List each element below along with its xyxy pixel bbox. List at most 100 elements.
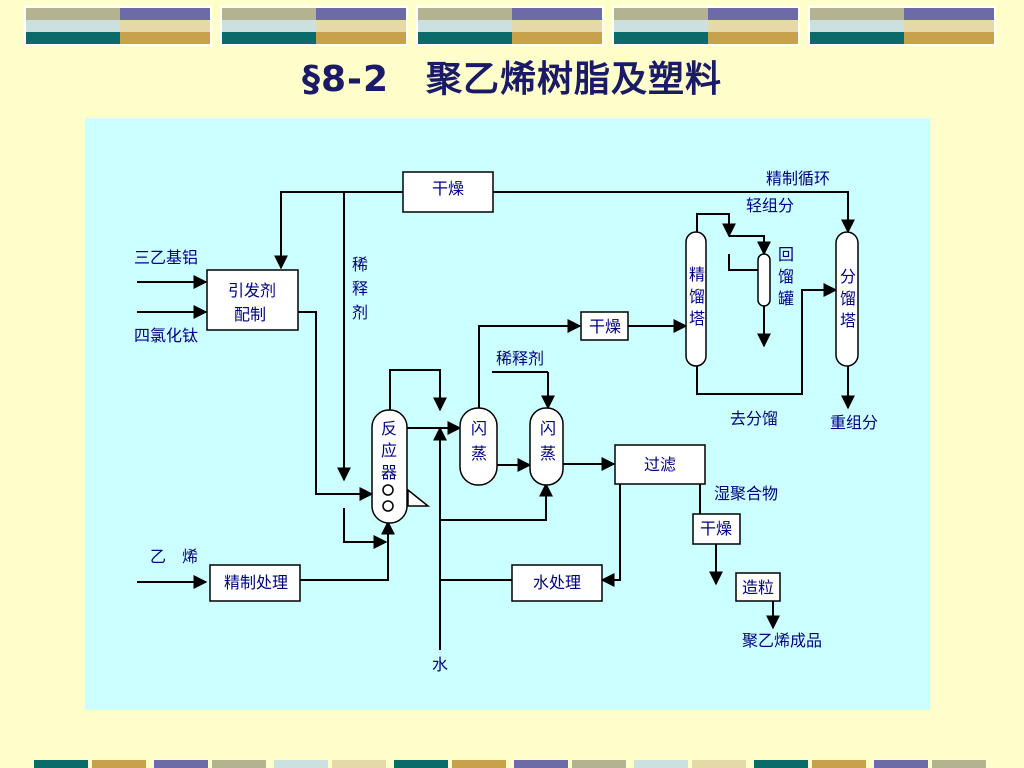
bar-stripe (418, 8, 512, 20)
flow-line (298, 311, 374, 501)
flow-line (729, 235, 771, 256)
bar-stripe (904, 20, 994, 32)
bar-stripe (34, 760, 88, 768)
bar-stripe (332, 760, 386, 768)
bar-stripe (512, 20, 602, 32)
bar-stripe (274, 760, 328, 768)
bar-stripe (512, 32, 602, 44)
bar-stripe (904, 8, 994, 20)
flow-line (696, 213, 736, 238)
dry-label-mid: 干燥 (589, 317, 621, 336)
diluent-vertical-2: 释 (352, 279, 368, 298)
agitator-circle-upper (382, 484, 394, 496)
flow-line (389, 369, 447, 412)
top-decorative-bar (24, 6, 996, 46)
flow-line (440, 482, 553, 521)
flow-line (478, 319, 582, 408)
flash2-label-1: 闪 (540, 419, 556, 438)
light-fraction-label: 轻组分 (746, 196, 794, 215)
to-fractionation-label: 去分馏 (730, 409, 778, 428)
diluent-vertical-3: 剂 (352, 303, 368, 322)
flash2-label-2: 蒸 (540, 444, 556, 463)
refine-box (209, 564, 301, 602)
pellet-label: 造粒 (742, 578, 774, 597)
bar-stripe (212, 760, 266, 768)
page-title: §8-2 聚乙烯树脂及塑料 (301, 59, 723, 100)
bar-stripe (904, 32, 994, 44)
reactor-vessel (371, 409, 408, 524)
flow-line (274, 191, 403, 270)
bar-stripe (26, 8, 120, 20)
reactor-label-1: 反 (381, 419, 397, 438)
distill-label-1: 精 (689, 265, 705, 284)
water-treatment-label: 水处理 (533, 573, 581, 592)
reactor-label-3: 器 (381, 463, 397, 482)
flash-vessel-2 (529, 407, 564, 486)
bar-stripe (812, 760, 866, 768)
bar-stripe (514, 760, 568, 768)
bar-stripe (120, 8, 210, 20)
dry-box-low (692, 513, 741, 545)
reflux-label-3: 罐 (778, 289, 794, 308)
bar-stripe (154, 760, 208, 768)
bar-stripe (316, 32, 406, 44)
flash-vessel-1 (459, 407, 498, 486)
bar-stripe (810, 20, 904, 32)
bar-stripe (572, 760, 626, 768)
flow-line (300, 520, 395, 581)
bar-stripe (120, 20, 210, 32)
bar-stripe (316, 20, 406, 32)
water-treatment-box (511, 564, 603, 602)
distillation-column (685, 231, 707, 367)
bar-stripe (614, 8, 708, 20)
bar-stripe (708, 32, 798, 44)
fraction-label-3: 塔 (840, 311, 856, 330)
filter-label: 过滤 (644, 455, 676, 474)
ethylene-label: 乙 烯 (150, 547, 198, 566)
bar-stripe (394, 760, 448, 768)
bar-stripe (874, 760, 928, 768)
bar-stripe (222, 8, 316, 20)
reflux-label-1: 回 (778, 245, 794, 264)
flash1-label-2: 蒸 (471, 444, 487, 463)
bar-stripe (512, 8, 602, 20)
diluent-vertical-1: 稀 (352, 255, 368, 274)
filter-box (614, 444, 706, 485)
dry-label-top: 干燥 (432, 179, 464, 198)
bar-stripe (614, 20, 708, 32)
bar-stripe (222, 20, 316, 32)
water-label: 水 (432, 655, 448, 674)
heavy-fraction-label: 重组分 (830, 413, 878, 432)
distill-label-3: 塔 (689, 309, 705, 328)
bar-stripe (26, 20, 120, 32)
distill-label-2: 馏 (689, 287, 705, 306)
bar-stripe (614, 32, 708, 44)
initiator-label-line2: 配制 (234, 305, 266, 324)
ticl4-label: 四氯化钛 (134, 326, 198, 345)
pellet-box (735, 572, 781, 602)
bar-stripe (120, 32, 210, 44)
bar-stripe (692, 760, 746, 768)
flow-line (343, 508, 388, 549)
bar-stripe (810, 8, 904, 20)
bar-stripe (26, 32, 120, 44)
product-label: 聚乙烯成品 (742, 631, 822, 650)
flow-line (600, 484, 621, 587)
flash1-label-1: 闪 (471, 419, 487, 438)
bar-stripe (634, 760, 688, 768)
dry-box-mid (580, 311, 629, 341)
bar-stripe (92, 760, 146, 768)
initiator-label-line1: 引发剂 (228, 281, 276, 300)
bar-stripe (708, 8, 798, 20)
teal-label: 三乙基铝 (134, 248, 198, 267)
refine-label: 精制处理 (224, 573, 288, 592)
diluent-label: 稀释剂 (496, 349, 544, 368)
bar-stripe (754, 760, 808, 768)
fraction-label-1: 分 (840, 267, 856, 286)
bottom-decorative-bar (34, 760, 986, 768)
reflux-label-2: 馏 (778, 267, 794, 286)
bar-stripe (708, 20, 798, 32)
bar-stripe (316, 8, 406, 20)
agitator-circle-lower (382, 500, 394, 512)
flow-line (696, 283, 838, 395)
